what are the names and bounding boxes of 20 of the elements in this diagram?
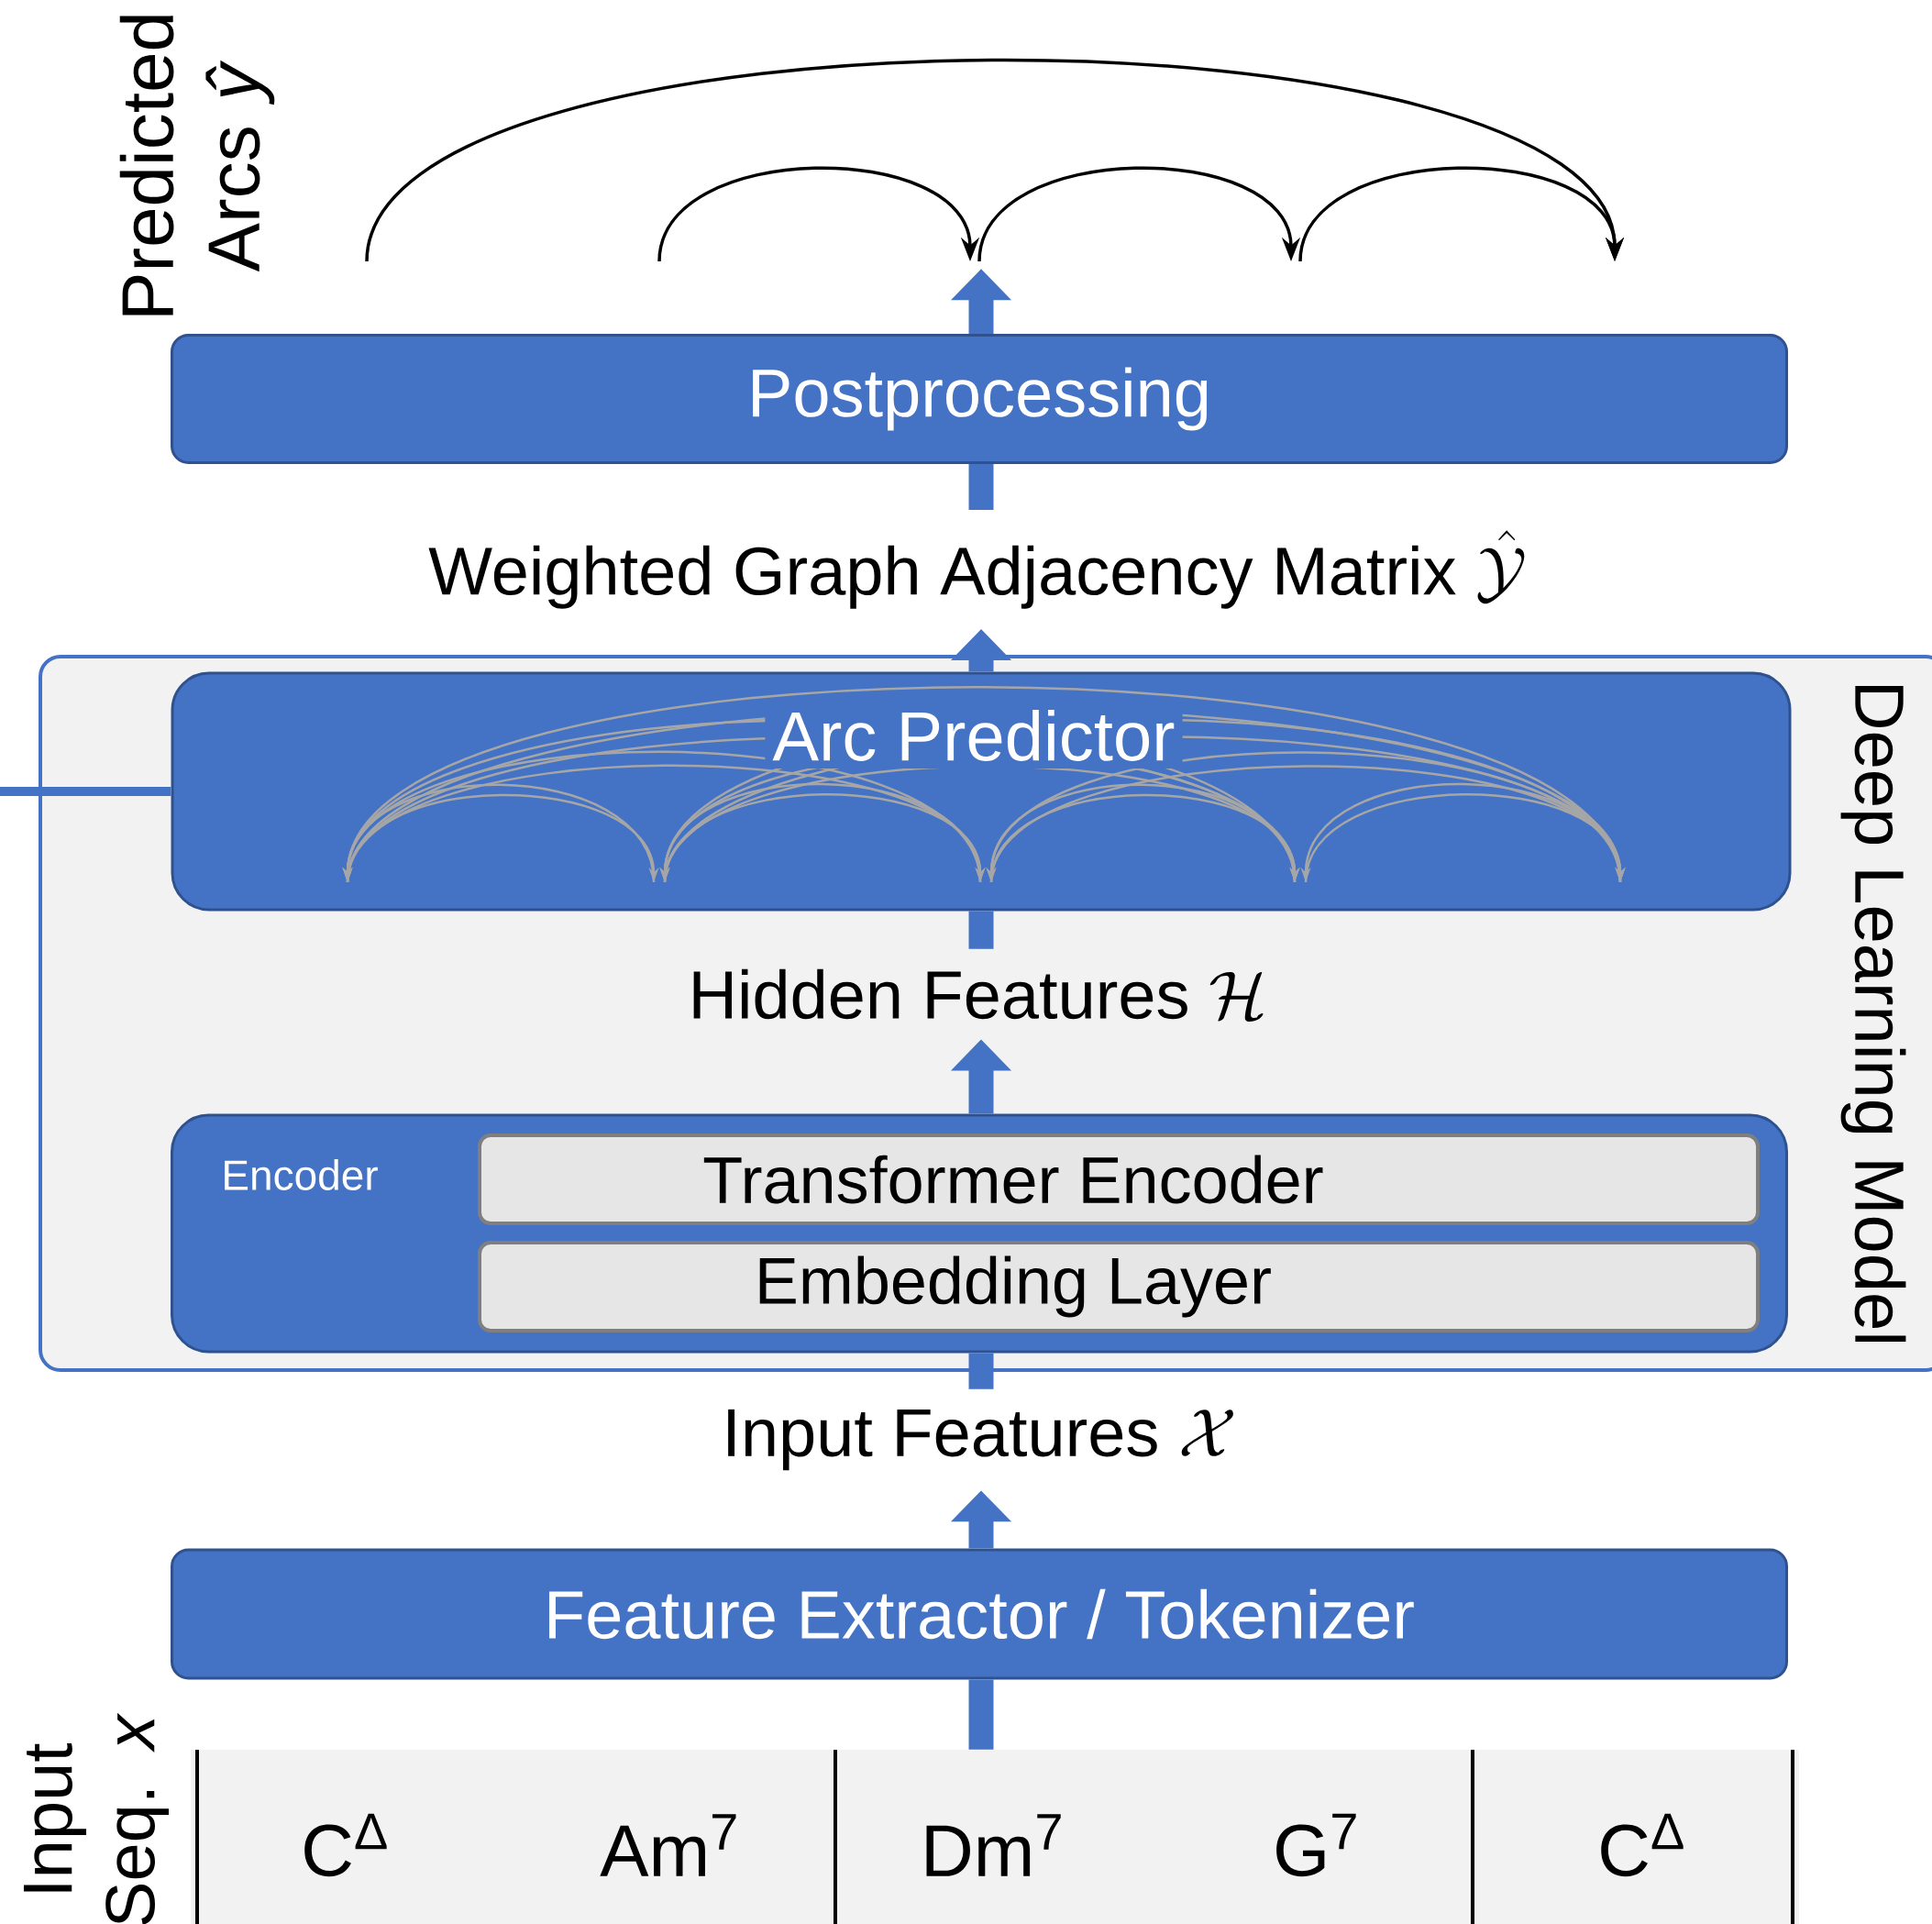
layer-box: Transformer Encoder (478, 1133, 1760, 1225)
chord-label: G$^{7}$ (1276, 1813, 1356, 1877)
chord-label: Dm$^{7}$ (926, 1814, 1061, 1876)
arc-diagram-drawing (365, 58, 1625, 262)
layer-box: Embedding Layer (478, 1241, 1760, 1332)
chord-label: C$^{Δ}$ (1601, 1813, 1684, 1877)
process-box: Arc Predictor (171, 671, 1792, 912)
connector-line (968, 911, 994, 949)
process-box: Feature Extractor / Tokenizer (171, 1548, 1788, 1680)
chord-label: Am$^{7}$ (600, 1814, 736, 1876)
connector-line (0, 787, 171, 796)
data-label: $\text{Hidden Features }\mathcal{H}$ (693, 968, 1264, 1023)
data-label: $\text{Input Features }\mathcal{X}$ (728, 1409, 1233, 1471)
connector-line (968, 464, 994, 511)
side-label: Input Seq. x (24, 1712, 170, 1924)
connector-line (968, 1679, 994, 1750)
process-box: Postprocessing (171, 334, 1788, 464)
chord-label: C$^{Δ}$ (304, 1813, 387, 1877)
connector-line (968, 1353, 994, 1389)
data-label: $\text{Weighted Graph Adjacency Matrix }\hat{\mathcal{Y}}$ (428, 530, 1525, 609)
